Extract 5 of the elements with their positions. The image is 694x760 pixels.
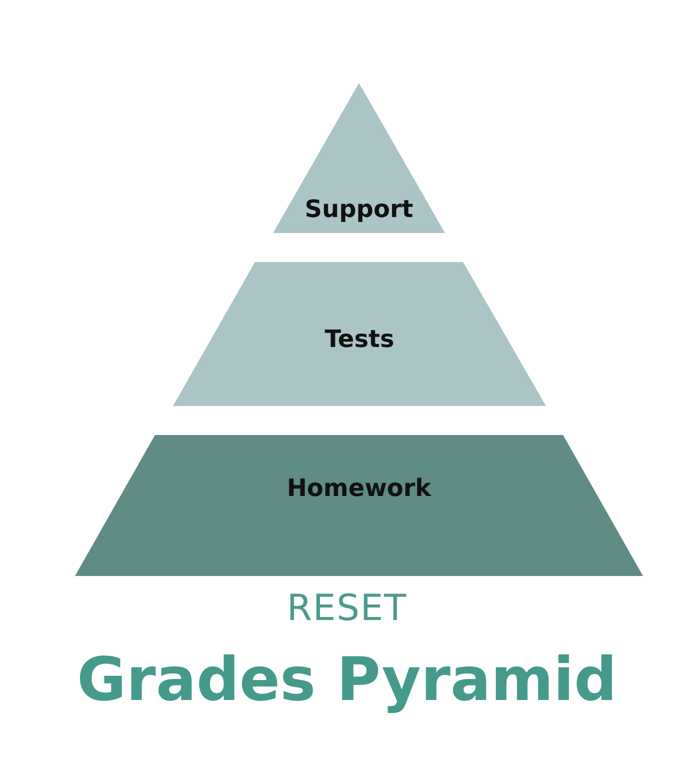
tier-label: Support: [304, 195, 414, 223]
title: Grades Pyramid: [77, 645, 617, 715]
tier-label: Tests: [324, 325, 394, 353]
subtitle-text: RESET: [286, 588, 408, 629]
tier-label: Homework: [286, 474, 432, 502]
